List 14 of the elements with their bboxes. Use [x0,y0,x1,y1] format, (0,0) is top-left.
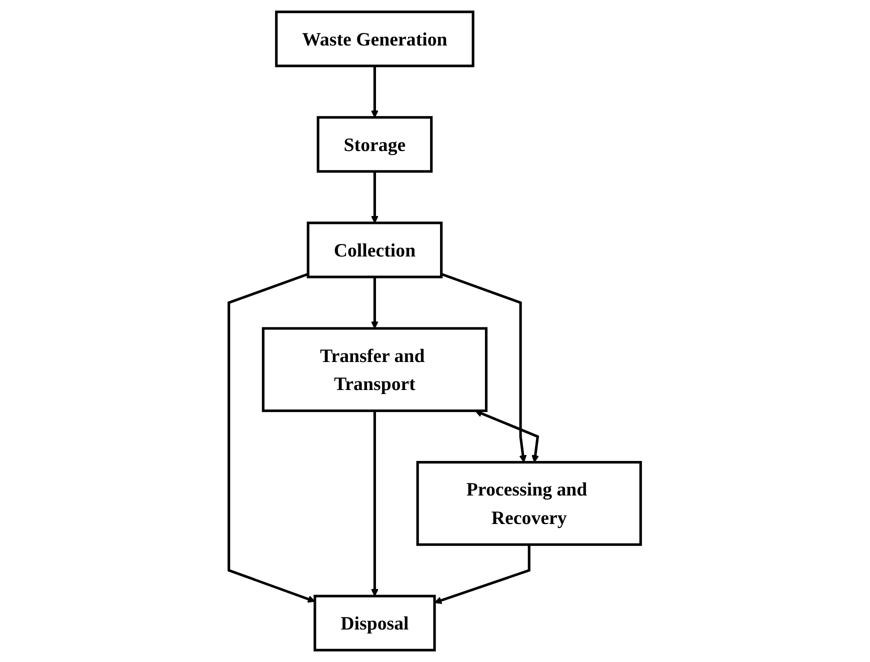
arrow [371,276,379,329]
arrow [371,410,379,596]
arrow [371,66,379,118]
node-box: Disposal [314,594,436,652]
node-box: Processing and Recovery [416,460,642,546]
node-box: Storage [317,116,433,173]
arrow [475,410,540,463]
arrow [441,272,527,463]
arrow [228,272,316,603]
node-box: Collection [307,222,443,278]
arrow [434,544,531,604]
node-box: Waste Generation [275,10,475,68]
node-box: Transfer and Transport [262,327,488,412]
arrow [371,171,379,224]
